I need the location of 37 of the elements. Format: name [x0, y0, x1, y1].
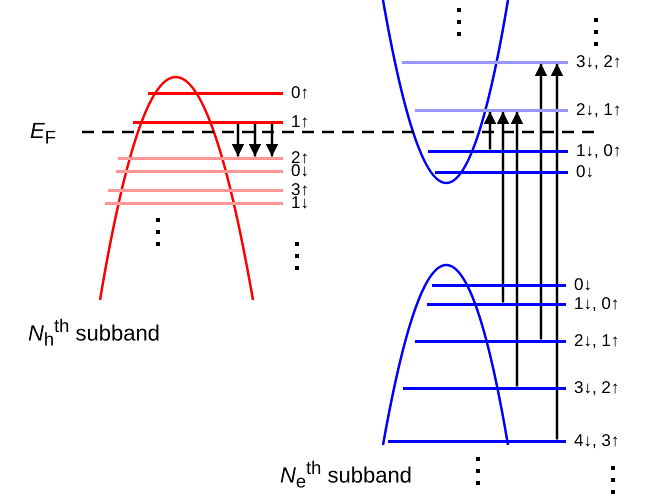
arrow: [248, 124, 262, 156]
energy-level-line: [428, 150, 568, 152]
level-label: 4↓, 3↑: [574, 432, 620, 450]
energy-level-line: [403, 386, 566, 390]
fermi-level-label: E$_{F}$: [30, 118, 56, 150]
arrow: [550, 64, 564, 440]
energy-level-line: [105, 202, 283, 204]
level-label: 3↓, 2↑: [574, 379, 620, 397]
energy-level-line: [415, 108, 568, 112]
energy-level-line: [432, 284, 566, 286]
energy-level-line: [435, 170, 568, 174]
level-label: 0↑: [291, 84, 309, 102]
arrow: [534, 64, 548, 340]
level-label: 0↓: [576, 163, 594, 181]
arrow: [510, 112, 524, 386]
energy-level-line: [402, 60, 568, 64]
energy-level-line: [116, 170, 283, 172]
subband-label: N$_{e}$$^{th}$ subband: [280, 456, 412, 494]
level-label: 1↓, 0↑: [576, 142, 622, 160]
energy-level-line: [118, 156, 283, 160]
arrow: [484, 112, 496, 150]
energy-level-line: [148, 92, 283, 94]
level-label: 2↓, 1↑: [576, 101, 622, 119]
level-label: 2↓, 1↑: [574, 332, 620, 350]
arrow: [496, 112, 510, 302]
energy-level-line: [427, 302, 566, 306]
arrow: [266, 124, 278, 156]
level-label: 3↓, 2↑: [576, 53, 622, 71]
energy-level-line: [388, 440, 566, 442]
level-label: 1↑: [291, 113, 309, 131]
energy-level-line: [108, 188, 283, 192]
arrow: [232, 124, 244, 156]
level-label: 0↓: [574, 276, 592, 294]
subband-label: N$_{h}$$^{th}$ subband: [28, 314, 160, 352]
energy-level-line: [415, 340, 566, 342]
energy-level-line: [133, 120, 283, 124]
level-label: 1↓, 0↑: [574, 295, 620, 313]
